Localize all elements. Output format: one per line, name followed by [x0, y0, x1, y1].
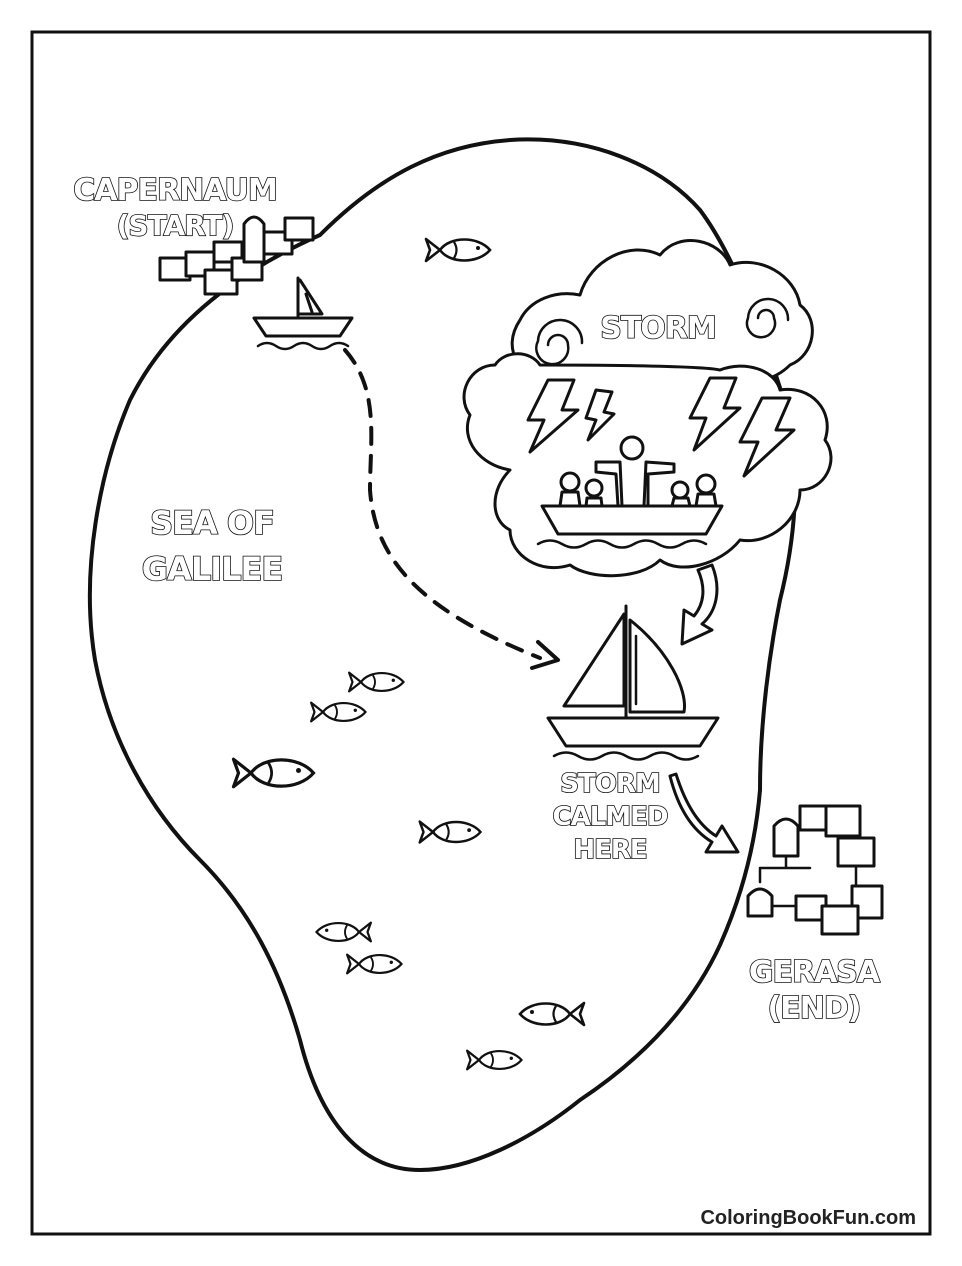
storm-label: STORM [600, 311, 716, 346]
route-dashed-line [343, 348, 542, 660]
fish-icon [231, 757, 316, 789]
storm-calmed-label: STORM CALMED HERE [552, 768, 670, 866]
end-text: (END) [768, 991, 861, 1026]
fish-icon [309, 701, 367, 723]
capernaum-text: CAPERNAUM [73, 173, 276, 208]
fish-icon [424, 237, 492, 263]
capernaum-label: CAPERNAUM (START) [72, 172, 278, 243]
fish-icon [231, 237, 586, 1071]
lightning-icon [526, 376, 796, 478]
calm-line2-text: CALMED [553, 802, 668, 832]
storm-arrow-icon [680, 563, 719, 646]
calm-line1-text: STORM [560, 769, 659, 799]
sea-of-galilee-label: SEA OF GALILEE [141, 503, 284, 589]
route-arrowhead-icon [530, 640, 560, 670]
fish-icon [418, 820, 483, 844]
galilee-text: GALILEE [142, 550, 282, 588]
capernaum-town-icon [158, 215, 315, 296]
storm-boat-icon [536, 435, 724, 549]
gerasa-arrow-icon [668, 772, 740, 854]
lake-outline [87, 137, 798, 1172]
start-text: (START) [117, 209, 234, 242]
gerasa-text: GERASA [749, 955, 881, 990]
fish-icon [518, 1001, 586, 1027]
calmed-sailboat-icon [546, 604, 720, 761]
calm-line3-text: HERE [573, 835, 646, 865]
site-credit: ColoringBookFun.com [700, 1207, 916, 1229]
gerasa-town-icon [746, 804, 884, 936]
start-sailboat-icon [252, 276, 354, 351]
sea-of-text: SEA OF [150, 504, 274, 542]
fish-icon [315, 921, 373, 943]
fish-icon [465, 1049, 523, 1071]
fish-icon [345, 953, 403, 975]
gerasa-label: GERASA (END) [748, 954, 883, 1027]
fish-icon [347, 671, 405, 693]
